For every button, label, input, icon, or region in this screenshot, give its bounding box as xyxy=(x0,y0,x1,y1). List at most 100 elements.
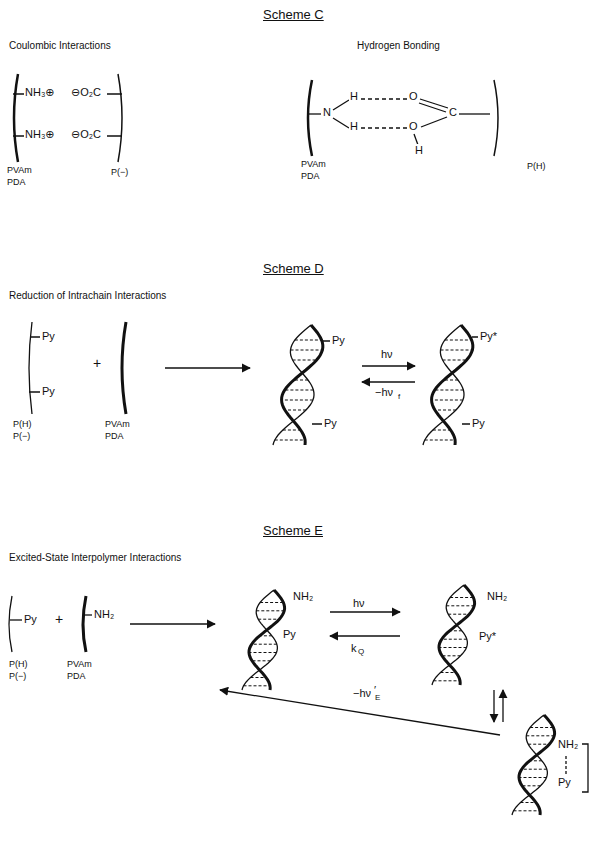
chemical-label: + xyxy=(54,612,64,627)
chemical-label: PDA xyxy=(6,178,27,188)
helix-rung xyxy=(252,660,271,661)
chemical-label: Reduction of Intrachain Interactions xyxy=(8,290,167,301)
chemical-label: PDA xyxy=(300,172,321,182)
helix-rung xyxy=(526,735,554,736)
helix-rung xyxy=(445,340,472,341)
helix-rung xyxy=(252,644,277,645)
chemical-label: hν xyxy=(380,348,394,360)
chemical-label: −hν xyxy=(352,687,372,699)
chemical-label: N xyxy=(322,106,332,118)
chemical-label: Py xyxy=(23,613,38,625)
helix-rung xyxy=(442,655,461,656)
chemical-label: f xyxy=(397,393,401,402)
chemical-label: P(H) xyxy=(8,660,29,670)
chemical-label: P(−) xyxy=(8,672,27,682)
chemical-label: P(H) xyxy=(12,420,33,430)
helix-rung xyxy=(434,680,461,681)
chemical-label: P(H) xyxy=(526,162,547,172)
chemical-label: Coulombic Interactions xyxy=(8,40,112,51)
chemical-label: Py* xyxy=(478,630,497,642)
chemical-label: Py xyxy=(41,330,56,342)
helix-rung xyxy=(519,777,547,778)
chemical-label: Py xyxy=(557,776,572,788)
helix-rung xyxy=(528,744,549,745)
chemical-label: PDA xyxy=(104,432,125,442)
helix-rung xyxy=(522,785,541,786)
helix-strand xyxy=(432,325,473,445)
helix-rung xyxy=(443,360,467,361)
chemical-label: −hν xyxy=(374,386,394,398)
helix-rung xyxy=(442,639,467,640)
chemical-label: Py xyxy=(282,628,297,640)
chemical-label: NH₂ xyxy=(486,590,508,602)
helix-rung xyxy=(295,340,322,341)
helix-strand xyxy=(439,585,475,685)
helix-strand xyxy=(423,325,464,445)
chemical-label: H xyxy=(349,120,359,132)
scheme-title: Scheme C xyxy=(262,8,325,22)
chemical-label: NH₂ xyxy=(557,738,579,750)
chemical-label: ⊖O₂C xyxy=(70,128,102,140)
helix-rung xyxy=(425,440,455,441)
helix-rung xyxy=(521,802,537,803)
chemical-label: NH₃⊕ xyxy=(24,86,56,98)
helix-rung xyxy=(435,410,456,411)
helix-rung xyxy=(432,400,463,401)
helix-rung xyxy=(441,350,473,351)
chemical-label: PVAm xyxy=(300,160,327,170)
helix-rung xyxy=(249,652,277,653)
chemical-label: Py xyxy=(41,385,56,397)
helix-strand xyxy=(273,325,314,445)
chemical-label: NH₃⊕ xyxy=(24,128,56,140)
chemical-label: ⊖O₂C xyxy=(70,86,102,98)
chemical-label: Excited-State Interpolymer Interactions xyxy=(8,552,182,563)
helix-rung xyxy=(435,390,464,391)
chemical-label: P(−) xyxy=(12,432,31,442)
helix-rung xyxy=(282,400,313,401)
helix-rung xyxy=(293,360,317,361)
scheme-title: Scheme D xyxy=(262,262,325,276)
scheme-title: Scheme E xyxy=(262,524,324,538)
helix-strand xyxy=(282,325,323,445)
chemical-label: Py* xyxy=(479,330,498,342)
helix-rung xyxy=(260,602,283,603)
chemical-label: NH₂ xyxy=(93,608,115,620)
chemical-label: hν xyxy=(352,597,366,609)
chemical-label: Hydrogen Bonding xyxy=(356,40,441,51)
chemical-label: NH₂ xyxy=(292,590,314,602)
helix-strand xyxy=(432,585,467,685)
helix-rung xyxy=(275,440,305,441)
chemical-label: PVAm xyxy=(6,166,33,176)
helix-strand xyxy=(249,590,285,690)
helix-rung xyxy=(433,430,451,431)
helix-rung xyxy=(285,410,306,411)
chemical-label: + xyxy=(92,356,102,371)
helix-rung xyxy=(446,605,474,606)
chemical-label: H xyxy=(349,90,359,102)
chemical-label: Py xyxy=(471,417,486,429)
helix-rung xyxy=(291,350,323,351)
chemical-label: PDA xyxy=(66,672,87,682)
chemical-label: Q xyxy=(357,648,365,657)
chemical-label: O xyxy=(408,120,419,132)
helix-rung xyxy=(522,769,547,770)
chemical-label: Py xyxy=(331,334,346,346)
helix-strand xyxy=(512,715,547,815)
helix-rung xyxy=(285,390,314,391)
chemical-label: PVAm xyxy=(66,660,93,670)
helix-rung xyxy=(258,619,279,620)
helix-rung xyxy=(514,810,541,811)
helix-rung xyxy=(251,677,267,678)
helix-rung xyxy=(256,610,284,611)
helix-rung xyxy=(441,672,457,673)
chemical-label: H xyxy=(414,144,424,156)
helix-strand xyxy=(242,590,277,690)
helix-rung xyxy=(283,430,301,431)
helix-rung xyxy=(450,597,473,598)
chemical-label: P(−) xyxy=(110,168,129,178)
chemical-label: E xyxy=(374,694,381,703)
chemical-label: Py xyxy=(323,417,338,429)
helix-rung xyxy=(439,647,467,648)
helix-rung xyxy=(530,727,553,728)
helix-strand xyxy=(519,715,555,815)
